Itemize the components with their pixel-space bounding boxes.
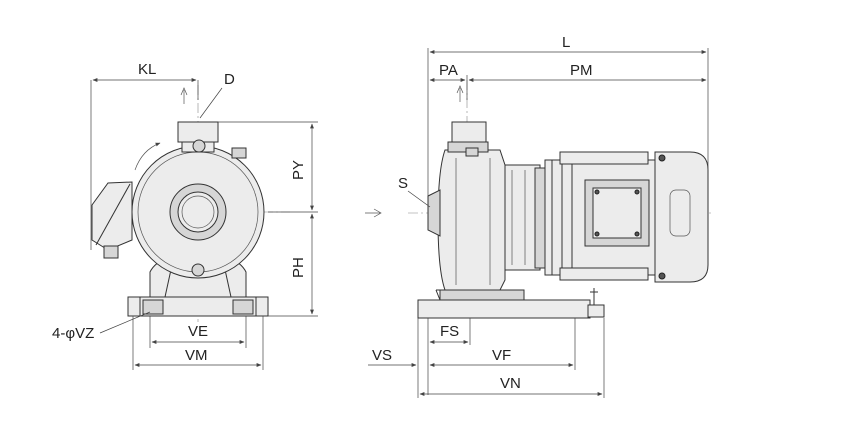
s-leader [407,190,431,208]
side-up-flow-arrow [456,85,464,102]
front-base-edges [139,297,257,316]
fs-label: FS [440,323,459,340]
vn-label: VN [500,375,521,392]
front-cable-gland [103,245,119,259]
side-suction-flange [427,189,441,237]
ve-label: VE [188,323,208,340]
side-motor-top-rail [559,151,649,165]
front-foot-left [142,299,164,315]
side-base-plate [417,299,591,319]
vm-label: VM [185,347,208,364]
vz-label: 4-φVZ [52,325,94,342]
side-terminal-screw-2 [634,189,640,195]
vf-label: VF [492,347,511,364]
front-flow-arrow [180,87,188,104]
side-fan-cover [654,151,709,283]
pm-label: PM [570,62,593,79]
front-suction-bore [181,195,215,229]
side-pump-casing [437,149,506,291]
side-discharge-plug [465,147,479,157]
front-fitting-top [231,147,247,159]
front-discharge-nozzle [177,121,219,143]
side-fan-bolt-top [658,154,666,162]
front-suction-port [177,191,219,233]
side-terminal-screw-3 [594,231,600,237]
side-casing-ribs [455,158,491,285]
d-label: D [224,71,235,88]
front-foot-right [232,299,254,315]
side-motor-fins [551,160,573,275]
s-label: S [398,175,408,192]
side-bracket-ribs [511,170,526,265]
front-rotation-arrow [134,142,161,171]
d-leader [199,87,223,119]
side-motor-bottom-rail [559,267,649,281]
side-fan-bolt-bottom [658,272,666,280]
side-motor-foot-bolt [590,288,598,305]
side-terminal-cover [592,187,642,239]
front-view: KL D PY PH 4-φVZ VE VM [52,61,318,370]
pa-label: PA [439,62,458,79]
l-label: L [562,34,570,51]
kl-label: KL [138,61,156,78]
vz-leader [99,311,151,334]
front-drain-plug [191,263,205,277]
front-discharge-plug [192,139,206,153]
side-fan-cap [669,189,691,237]
side-discharge-nozzle [451,121,487,145]
front-terminal-box-edge [95,183,131,246]
vs-label: VS [372,347,392,364]
side-bracket [504,164,541,271]
py-label: PY [290,160,307,180]
side-pedestal-base [439,289,525,301]
side-terminal-screw-4 [634,231,640,237]
side-view: L PA PM S FS VS VF VN [365,34,712,398]
ph-label: PH [290,257,307,278]
side-terminal-screw-1 [594,189,600,195]
side-motor-foot [587,304,605,318]
side-flow-arrow [365,208,382,218]
